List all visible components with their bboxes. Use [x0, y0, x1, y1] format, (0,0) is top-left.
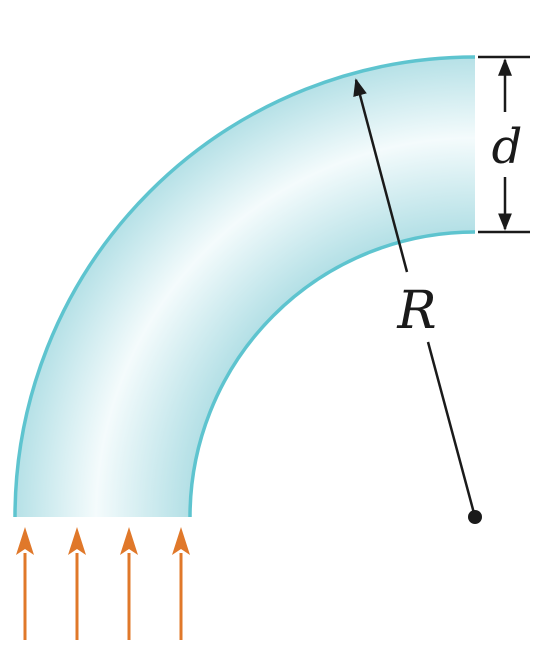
- flow-arrow-head: [120, 527, 138, 555]
- radius-label: R: [396, 281, 436, 341]
- thickness-label: d: [492, 119, 523, 175]
- center-point: [468, 510, 482, 524]
- pipe-body: [15, 57, 475, 517]
- flow-arrow-head: [172, 527, 190, 555]
- radius-line-upper: [353, 78, 409, 273]
- pipe-inner-edge: [188, 230, 476, 518]
- pipe-outer-edge: [13, 55, 476, 518]
- radius-line-lower: [426, 341, 477, 518]
- flow-arrow: [172, 527, 190, 640]
- flow-arrow-head: [16, 527, 34, 555]
- flow-arrow: [68, 527, 86, 640]
- thickness-dimension: d: [478, 55, 530, 234]
- flow-arrows: [16, 527, 190, 640]
- radius-indicator: R: [353, 78, 482, 524]
- flow-arrow: [120, 527, 138, 640]
- flow-arrow: [16, 527, 34, 640]
- flow-arrow-head: [68, 527, 86, 555]
